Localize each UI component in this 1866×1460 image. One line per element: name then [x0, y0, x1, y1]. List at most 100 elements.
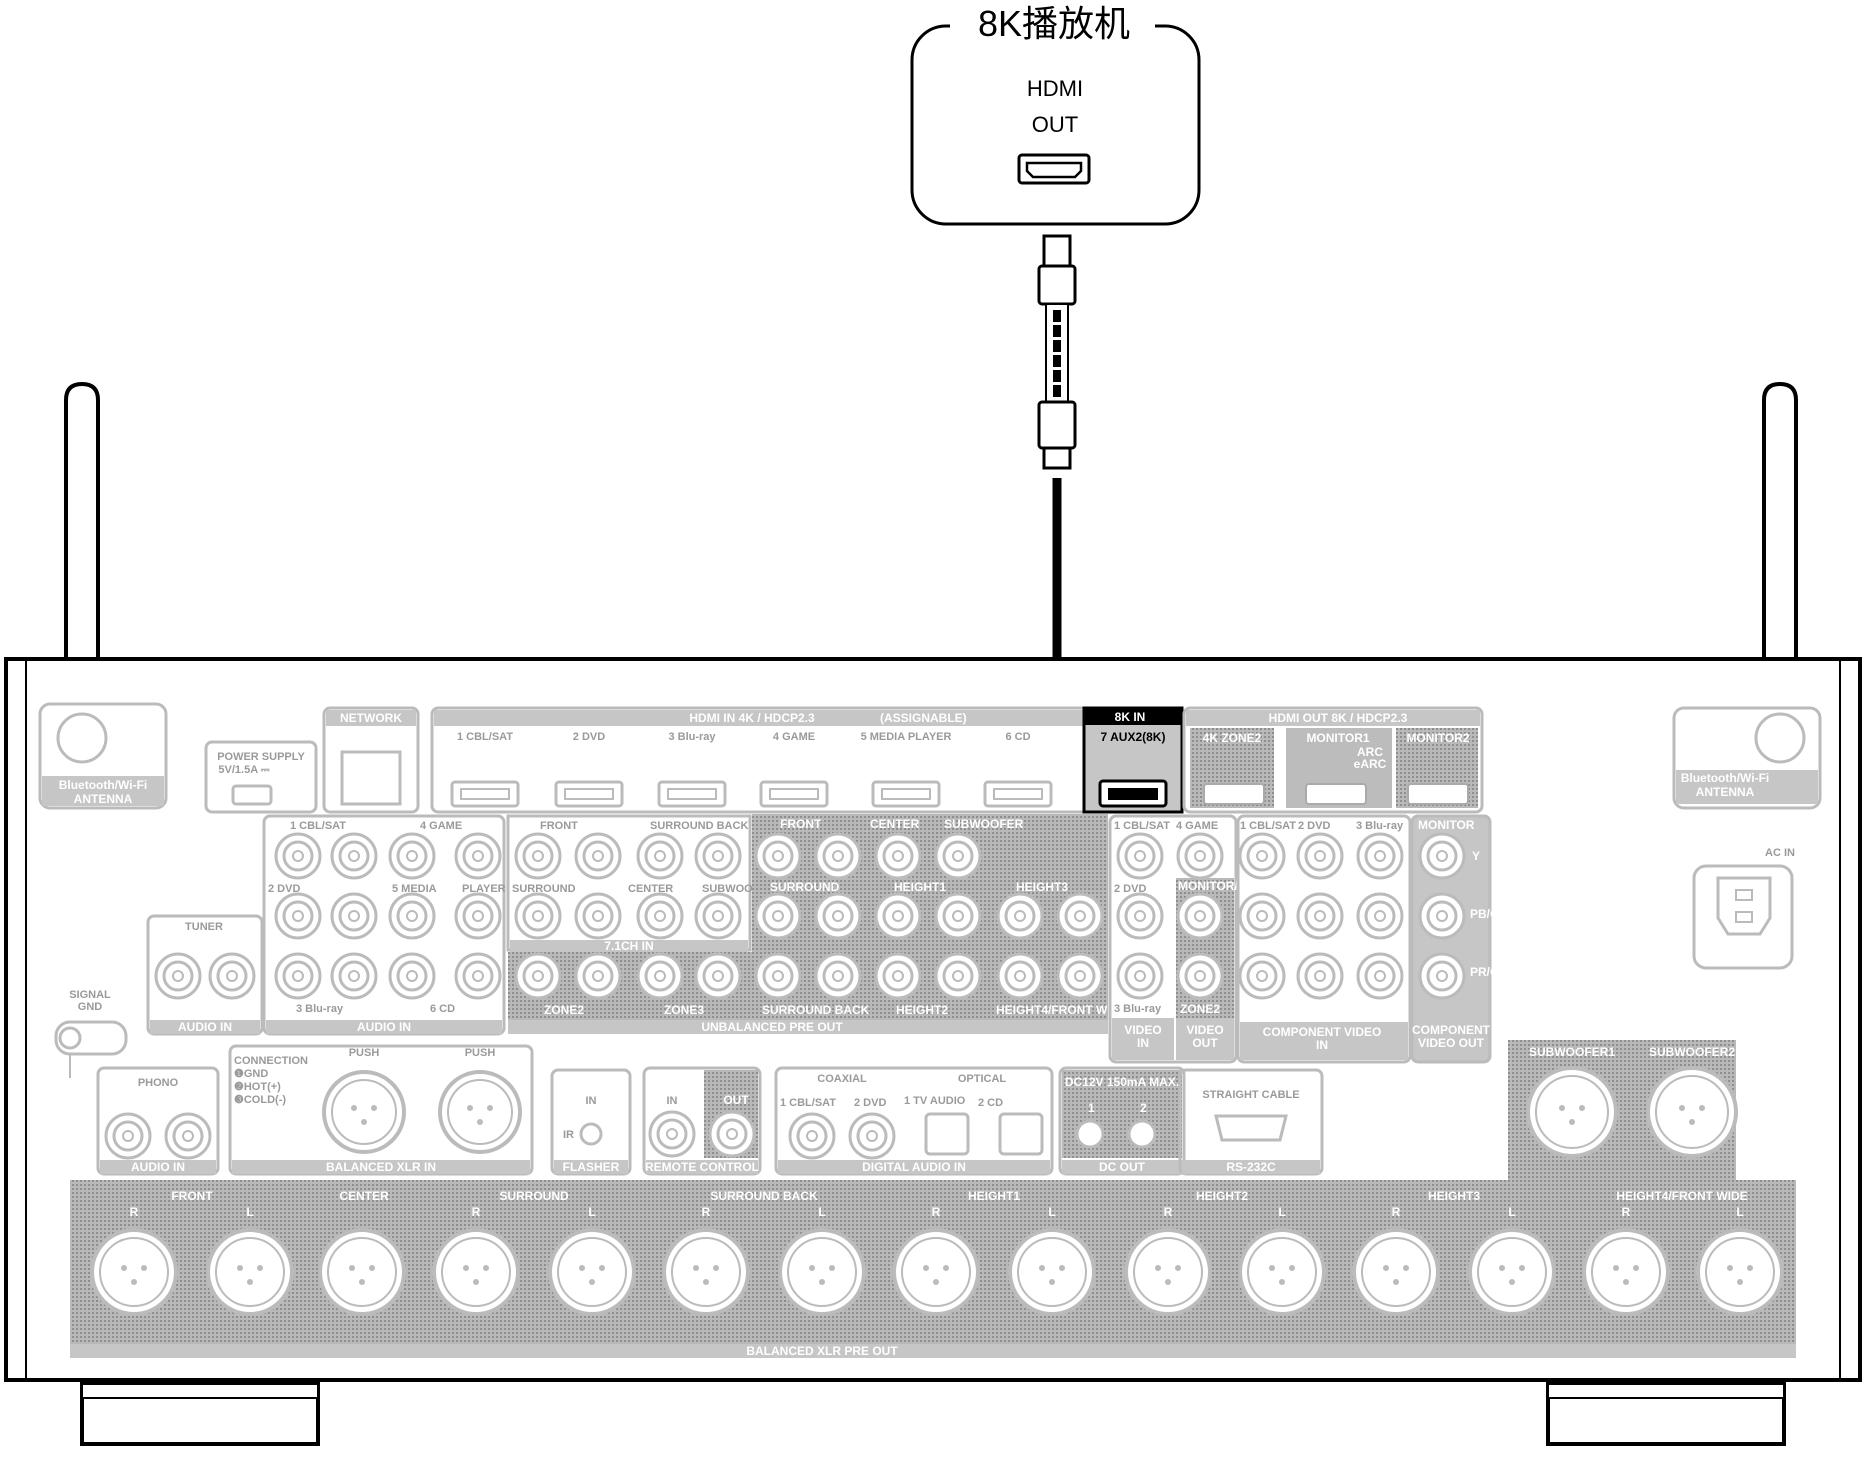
ch71-jack[interactable] — [514, 892, 562, 940]
video-in-jack[interactable] — [1116, 892, 1164, 940]
hdmi-in-port-1[interactable]: 1 CBL/SAT — [450, 731, 520, 808]
component-in-jack[interactable] — [1296, 892, 1344, 940]
xlr-pre-out-jack[interactable] — [662, 1228, 750, 1316]
analog-dvd-label: 2 DVD — [268, 883, 300, 895]
dc-out-jack[interactable] — [1127, 1119, 1157, 1149]
analog-audio-jack[interactable] — [274, 832, 322, 880]
xlr-channel-label: R — [702, 1205, 711, 1219]
xlr-pre-out-jack[interactable] — [206, 1228, 294, 1316]
preout-jack[interactable] — [754, 952, 802, 1000]
preout-jack[interactable] — [874, 832, 922, 880]
component-in-jack[interactable] — [1296, 952, 1344, 1000]
hdmi-in-label: 5 MEDIA PLAYER — [861, 731, 952, 743]
tuner-jack[interactable] — [154, 952, 202, 1000]
preout-jack[interactable] — [754, 832, 802, 880]
xlr-in-right[interactable] — [322, 1070, 406, 1154]
hdmi-8k-in-port[interactable] — [1098, 779, 1168, 808]
analog-audio-jack[interactable] — [454, 892, 502, 940]
preout-jack[interactable] — [996, 892, 1044, 940]
phono-jack[interactable] — [164, 1112, 212, 1160]
hdmi-out-port[interactable] — [1017, 153, 1091, 185]
preout-jack[interactable] — [874, 892, 922, 940]
analog-audio-jack[interactable] — [388, 952, 436, 1000]
component-in-jack[interactable] — [1296, 832, 1344, 880]
coax-jack[interactable] — [848, 1112, 896, 1160]
video-in-jack[interactable] — [1176, 832, 1224, 880]
xlr-pre-out-jack[interactable] — [1008, 1228, 1096, 1316]
video-in-jack[interactable] — [1116, 832, 1164, 880]
preout-jack[interactable] — [1056, 952, 1104, 1000]
component-out-jack[interactable] — [1418, 952, 1466, 1000]
preout-jack[interactable] — [514, 952, 562, 1000]
xlr-pre-out-jack[interactable] — [1352, 1228, 1440, 1316]
phono-jack[interactable] — [104, 1112, 152, 1160]
subwoofer2-xlr[interactable] — [1646, 1066, 1738, 1158]
preout-jack[interactable] — [814, 952, 862, 1000]
remote-in-jack[interactable] — [648, 1110, 696, 1158]
coax-jack[interactable] — [788, 1112, 836, 1160]
video-in-jack[interactable] — [1116, 952, 1164, 1000]
preout-jack[interactable] — [814, 832, 862, 880]
tuner-jack[interactable] — [208, 952, 256, 1000]
component-in-jack[interactable] — [1238, 952, 1286, 1000]
hdmi-in-port-5[interactable]: 5 MEDIA PLAYER — [861, 731, 952, 808]
preout-jack[interactable] — [934, 952, 982, 1000]
xlr-pre-out-jack[interactable] — [778, 1228, 866, 1316]
preout-jack[interactable] — [814, 892, 862, 940]
ch71-jack[interactable] — [694, 892, 742, 940]
ch71-jack[interactable] — [636, 832, 684, 880]
component-out-jack[interactable] — [1418, 892, 1466, 940]
analog-audio-jack[interactable] — [454, 832, 502, 880]
analog-audio-jack[interactable] — [274, 892, 322, 940]
ch71-jack[interactable] — [694, 832, 742, 880]
analog-audio-jack[interactable] — [388, 832, 436, 880]
preout-jack[interactable] — [874, 952, 922, 1000]
xlr-pre-out-jack[interactable] — [1124, 1228, 1212, 1316]
preout-jack[interactable] — [934, 832, 982, 880]
analog-audio-jack[interactable] — [454, 952, 502, 1000]
preout-jack[interactable] — [934, 892, 982, 940]
component-in-jack[interactable] — [1356, 952, 1404, 1000]
component-in-jack[interactable] — [1238, 892, 1286, 940]
hdmi-in-port-4[interactable]: 4 GAME — [759, 731, 829, 808]
preout-jack[interactable] — [754, 892, 802, 940]
xlr-pre-out-jack[interactable] — [1582, 1228, 1670, 1316]
component-out-jack[interactable] — [1418, 832, 1466, 880]
analog-audio-jack[interactable] — [330, 832, 378, 880]
xlr-pre-out-jack[interactable] — [318, 1228, 406, 1316]
xlr-in-left[interactable] — [438, 1070, 522, 1154]
video-cbl-label: 1 CBL/SAT — [1114, 820, 1170, 832]
xlr-pre-out-jack[interactable] — [892, 1228, 980, 1316]
xlr-pre-out-jack[interactable] — [432, 1228, 520, 1316]
xlr-pre-out-jack[interactable] — [1696, 1228, 1784, 1316]
component-in-jack[interactable] — [1238, 832, 1286, 880]
ch71-jack[interactable] — [514, 832, 562, 880]
preout-jack[interactable] — [574, 952, 622, 1000]
analog-audio-jack[interactable] — [274, 952, 322, 1000]
preout-jack[interactable] — [1056, 892, 1104, 940]
component-in-jack[interactable] — [1356, 832, 1404, 880]
ch71-center-label: CENTER — [628, 883, 673, 895]
analog-audio-jack[interactable] — [388, 892, 436, 940]
preout-jack[interactable] — [996, 952, 1044, 1000]
hdmi-in-port-6[interactable]: 6 CD — [983, 731, 1053, 808]
ch71-jack[interactable] — [636, 892, 684, 940]
hdmi-in-port-3[interactable]: 3 Blu-ray — [657, 731, 727, 808]
xlr-pre-out-jack[interactable] — [548, 1228, 636, 1316]
ch71-jack[interactable] — [574, 832, 622, 880]
component-in-jack[interactable] — [1356, 892, 1404, 940]
preout-jack[interactable] — [636, 952, 684, 1000]
xlr-pre-out-jack[interactable] — [90, 1228, 178, 1316]
subwoofer1-xlr[interactable] — [1526, 1066, 1618, 1158]
ch71-jack[interactable] — [574, 892, 622, 940]
analog-audio-jack[interactable] — [330, 892, 378, 940]
xlr-pre-out-jack[interactable] — [1468, 1228, 1556, 1316]
video-zone2-jack[interactable] — [1176, 952, 1224, 1000]
preout-jack[interactable] — [694, 952, 742, 1000]
remote-out-jack[interactable] — [708, 1110, 756, 1158]
analog-audio-jack[interactable] — [330, 952, 378, 1000]
xlr-pre-out-jack[interactable] — [1238, 1228, 1326, 1316]
hdmi-in-port-2[interactable]: 2 DVD — [554, 731, 624, 808]
video-out-jack[interactable] — [1176, 892, 1224, 940]
dc-out-jack[interactable] — [1075, 1119, 1105, 1149]
